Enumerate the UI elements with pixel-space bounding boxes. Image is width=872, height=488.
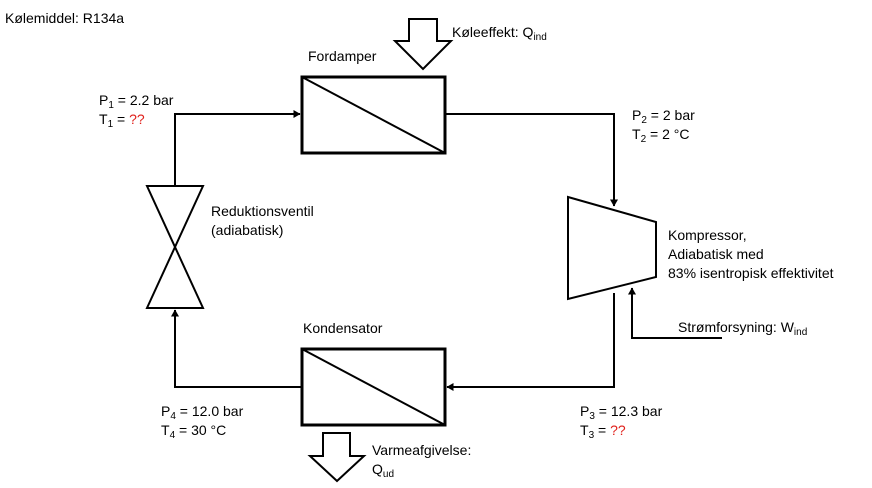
heat-out-arrow [307, 432, 367, 483]
power-supply-label: Strømforsyning: Wind [678, 319, 808, 338]
pipe-state-2 [445, 113, 618, 207]
evaporator-label: Fordamper [308, 48, 377, 64]
pipe-lines [171, 110, 722, 391]
heat-out-label: Varmeafgivelse: Qud [372, 442, 472, 480]
heat-in-label: Køleeffekt: Qind [452, 24, 547, 43]
heat-in-arrow [392, 18, 454, 71]
refrigerant-label: Kølemiddel: R134a [5, 10, 125, 26]
condenser-box [300, 347, 447, 427]
state-2-label: P2 = 2 bar T2 = 2 °C [632, 107, 695, 145]
expansion-valve-symbol [145, 185, 205, 309]
pipe-state-3 [446, 293, 615, 391]
power-input-line [628, 287, 722, 339]
state-1-label: P1 = 2.2 bar T1 = ?? [99, 92, 174, 130]
compressor-label: Kompressor, Adiabatisk med 83% isentropi… [668, 227, 834, 281]
pipe-state-4 [171, 309, 302, 388]
evaporator-box [300, 75, 447, 155]
pipe-state-1 [174, 110, 301, 186]
condenser-label: Kondensator [303, 320, 383, 336]
compressor-symbol [567, 195, 657, 301]
valve-label: Reduktionsventil (adiabatisk) [211, 203, 314, 238]
state-4-label: P4 = 12.0 bar T4 = 30 °C [161, 403, 244, 441]
state-3-label: P3 = 12.3 bar T3 = ?? [580, 403, 663, 441]
